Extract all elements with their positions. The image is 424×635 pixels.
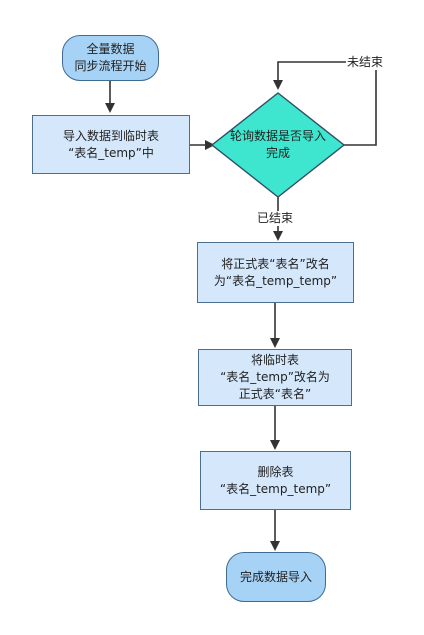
decision-diamond xyxy=(210,92,346,198)
rename-temp-node: 将临时表 “表名_temp”改名为 正式表“表名” xyxy=(198,349,352,406)
not-finished-label: 未结束 xyxy=(346,55,385,70)
delete-table-node: 删除表 “表名_temp_temp” xyxy=(200,451,351,510)
start-node: 全量数据 同步流程开始 xyxy=(62,35,159,81)
finished-label: 已结束 xyxy=(256,211,295,226)
end-node: 完成数据导入 xyxy=(226,552,326,602)
import-temp-node: 导入数据到临时表 “表名_temp”中 xyxy=(32,115,190,174)
check-import-label: 轮询数据是否导入 完成 xyxy=(229,129,326,160)
rename-formal-node: 将正式表“表名”改名 为“表名_temp_temp” xyxy=(197,242,354,303)
